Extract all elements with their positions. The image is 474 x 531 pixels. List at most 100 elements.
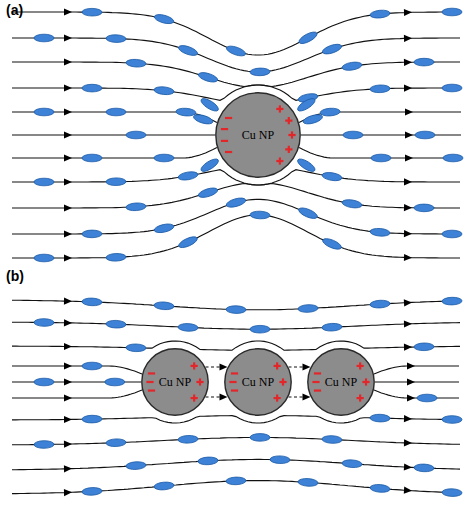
negative-charge (231, 389, 238, 391)
lc-molecule (153, 222, 174, 234)
flow-arrowhead (405, 131, 413, 138)
flow-arrowhead (404, 9, 412, 16)
positive-charge (359, 394, 361, 401)
lc-molecule (126, 59, 146, 68)
stream-line (12, 148, 217, 158)
positive-charge (193, 362, 195, 369)
lc-molecule (370, 228, 391, 237)
positive-charge (276, 394, 278, 401)
positive-charge (282, 378, 284, 385)
flow-arrowhead (407, 394, 415, 401)
flow-arrowhead (64, 362, 72, 369)
lc-molecule (34, 108, 54, 116)
lc-molecule (154, 154, 174, 162)
lc-molecule (198, 457, 218, 466)
lc-molecule (370, 414, 390, 422)
lc-molecule (178, 435, 198, 444)
positive-charge (279, 105, 281, 112)
lc-molecule (106, 34, 126, 42)
lc-molecule (199, 96, 220, 113)
nanoparticle-circle: Cu NP (215, 92, 301, 178)
negative-charge (312, 381, 319, 383)
lc-molecule (153, 13, 174, 26)
lc-molecule (126, 461, 146, 470)
lc-molecule (82, 298, 102, 306)
flow-arrowhead (64, 84, 72, 91)
flow-arrowhead (64, 8, 72, 15)
positive-charge (193, 394, 195, 401)
particle-label: Cu NP (242, 128, 274, 142)
lc-molecule (199, 157, 220, 174)
lc-molecule (417, 394, 437, 402)
positive-charge (365, 378, 367, 385)
lc-molecule (154, 301, 174, 310)
flow-arrowhead (64, 34, 72, 41)
lc-molecule (443, 154, 463, 162)
stream-line (12, 416, 460, 423)
particle-body (142, 349, 208, 415)
stream-line (301, 134, 461, 135)
flow-arrowhead (64, 230, 72, 237)
positive-charge (288, 146, 290, 153)
lc-molecule (34, 378, 54, 386)
flow-arrowhead (64, 108, 72, 115)
negative-charge (148, 389, 155, 391)
negative-charge (225, 151, 232, 153)
flow-arrowhead (64, 204, 72, 211)
lc-molecule (106, 320, 126, 328)
stream-line (12, 459, 460, 469)
flow-arrowhead (404, 178, 412, 185)
dashed-arrow (289, 393, 311, 400)
lc-molecule (414, 204, 434, 212)
particle-body (308, 349, 374, 415)
lc-molecule (82, 362, 102, 370)
edge-arrowhead (303, 393, 311, 400)
stream-line (375, 381, 459, 382)
positive-charge (359, 362, 361, 369)
flow-arrowhead (404, 59, 412, 66)
edge-arrowhead (220, 393, 228, 400)
flow-arrowhead (64, 298, 72, 305)
flow-arrowhead (64, 489, 72, 496)
lc-molecule (414, 343, 434, 351)
flow-arrowhead (405, 108, 413, 115)
lc-molecule (225, 44, 246, 58)
lc-molecule (442, 297, 462, 305)
lc-molecule (370, 9, 391, 19)
particle-label: Cu NP (325, 375, 357, 389)
flow-arrowhead (404, 320, 412, 327)
particle-label: Cu NP (159, 375, 191, 389)
nanoparticle-circle: Cu NP (307, 348, 375, 416)
lc-molecule (82, 487, 102, 496)
positive-charge (199, 378, 201, 385)
dashed-arrow (289, 363, 311, 370)
lc-molecule (322, 435, 342, 444)
stream-line (12, 341, 460, 350)
negative-charge (221, 128, 228, 130)
lc-molecule (250, 434, 270, 442)
flow-arrowhead (64, 441, 72, 448)
flow-arrowhead (404, 299, 412, 306)
dashed-arrow (206, 393, 228, 400)
lc-molecule (322, 171, 343, 182)
stream-line (12, 62, 460, 87)
positive-charge (288, 117, 290, 124)
lc-molecule (193, 113, 214, 126)
stream-line (374, 390, 459, 398)
lc-molecule (82, 84, 102, 92)
stream-line (12, 390, 142, 398)
flow-arrowhead (64, 58, 72, 65)
flow-arrowhead (404, 463, 412, 470)
lc-molecule (415, 131, 435, 139)
negative-charge (148, 372, 155, 374)
particle-body (216, 93, 300, 177)
lc-molecule (177, 44, 198, 58)
flow-arrowhead (404, 230, 412, 237)
lc-molecule (442, 230, 462, 238)
lc-molecule (298, 304, 318, 313)
lc-molecule (442, 8, 462, 16)
flow-arrowhead (64, 131, 72, 138)
positive-charge (276, 362, 278, 369)
